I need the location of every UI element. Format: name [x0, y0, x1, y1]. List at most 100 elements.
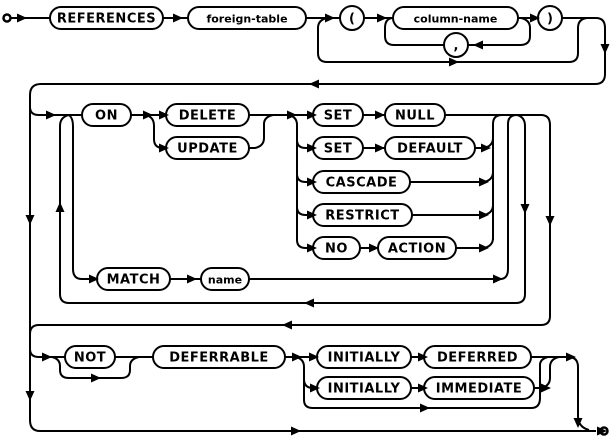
start-terminal — [2, 13, 12, 23]
arrowhead-right — [449, 57, 459, 67]
nodes: REFERENCES foreign-table ( column-name,) ON D… — [49, 5, 563, 400]
arrowhead-right — [479, 177, 489, 187]
terminal-box — [152, 345, 286, 369]
arrowhead-right — [493, 274, 503, 284]
arrowheads — [17, 13, 610, 436]
node-restrict: RESTRICT — [312, 203, 413, 227]
node-label-update: UPDATE — [177, 142, 238, 157]
node-foreign-table: foreign-table — [187, 6, 307, 30]
nonterminal-box — [200, 267, 250, 291]
edge-continue-return — [29, 114, 551, 335]
arrowhead-right — [46, 110, 56, 120]
terminal-box — [339, 5, 365, 31]
node-label-immediate: IMMEDIATE — [436, 382, 523, 397]
arrowhead-down — [573, 418, 583, 428]
node-label-delete: DELETE — [179, 109, 237, 124]
arrowhead-right — [479, 243, 489, 253]
terminal-box — [49, 6, 164, 30]
arrowhead-down — [25, 391, 35, 401]
node-label-not: NOT — [74, 351, 106, 366]
arrowhead-right — [597, 426, 607, 436]
node-label-match: MATCH — [107, 273, 161, 288]
edge-match-branch — [68, 114, 518, 280]
node-close-paren: ) — [537, 5, 563, 31]
arrowhead-right — [307, 110, 317, 120]
node-label-on: ON — [95, 109, 118, 124]
node-initially-2: INITIALLY — [316, 376, 412, 400]
edge-column-list-bypass — [317, 17, 588, 63]
node-no: NO — [312, 236, 361, 260]
node-immediate: IMMEDIATE — [423, 376, 535, 400]
node-column-name: column-name — [392, 6, 519, 30]
arrowhead-right — [418, 352, 428, 362]
node-cascade: CASCADE — [312, 170, 411, 194]
node-set-2: SET — [312, 136, 364, 160]
arrowhead-right — [566, 352, 576, 362]
terminal-box — [81, 103, 132, 127]
node-label-null: NULL — [395, 109, 435, 124]
arrowhead-right — [307, 243, 317, 253]
arrowhead-right — [173, 13, 183, 23]
arrowhead-down — [545, 216, 555, 226]
terminal-box — [64, 345, 116, 369]
arrowhead-right — [541, 383, 551, 393]
node-not: NOT — [64, 345, 116, 369]
node-label-foreign-table: foreign-table — [206, 13, 287, 26]
node-match: MATCH — [96, 267, 171, 291]
node-default: DEFAULT — [384, 136, 476, 160]
node-set-1: SET — [312, 103, 364, 127]
arrowhead-right — [307, 143, 317, 153]
arrowhead-up — [55, 202, 65, 212]
node-deferred: DEFERRED — [423, 345, 532, 369]
edge-on-row — [29, 106, 542, 116]
node-label-deferred: DEFERRED — [437, 351, 518, 366]
arrowhead-right — [377, 13, 387, 23]
arrowhead-right — [420, 403, 430, 413]
node-null: NULL — [384, 103, 446, 127]
arrowhead-left — [304, 298, 314, 308]
arrowhead-right — [310, 383, 320, 393]
node-label-action: ACTION — [388, 242, 446, 257]
edge-main-trunk — [11, 17, 606, 432]
edges — [11, 17, 606, 432]
arrowhead-right — [375, 143, 385, 153]
arrowhead-right — [479, 210, 489, 220]
arrowhead-right — [17, 13, 27, 23]
node-action: ACTION — [377, 236, 457, 260]
node-label-initially-2: INITIALLY — [328, 382, 401, 397]
arrowhead-right — [89, 274, 99, 284]
arrowhead-right — [369, 243, 379, 253]
edge-action-split — [288, 114, 298, 240]
arrowhead-right — [143, 110, 153, 120]
arrowhead-right — [418, 383, 428, 393]
node-delete: DELETE — [165, 103, 250, 127]
nonterminal-box — [187, 6, 307, 30]
node-label-open-paren: ( — [349, 12, 355, 27]
arrowhead-right — [291, 426, 301, 436]
arrowhead-right — [287, 110, 297, 120]
node-label-restrict: RESTRICT — [325, 209, 399, 224]
node-label-comma: , — [454, 39, 459, 54]
terminal-box — [443, 32, 469, 58]
arrowhead-right — [187, 274, 197, 284]
arrowhead-right — [307, 177, 317, 187]
arrowhead-left — [473, 40, 483, 50]
node-references: REFERENCES — [49, 6, 164, 30]
arrowhead-right — [292, 352, 302, 362]
arrowhead-left — [309, 79, 319, 89]
arrowhead-right — [159, 143, 169, 153]
node-label-references: REFERENCES — [57, 12, 156, 27]
node-label-close-paren: ) — [547, 12, 553, 27]
node-label-cascade: CASCADE — [326, 176, 398, 191]
arrowhead-left — [282, 320, 292, 330]
arrowhead-down — [600, 44, 610, 54]
node-label-name: name — [208, 274, 242, 287]
arrowhead-down — [25, 215, 35, 225]
arrowhead-right — [42, 352, 52, 362]
edge-initially-bypass — [303, 356, 549, 409]
node-label-default: DEFAULT — [397, 142, 463, 157]
terminals — [2, 13, 609, 436]
node-on: ON — [81, 103, 132, 127]
arrowhead-right — [307, 210, 317, 220]
